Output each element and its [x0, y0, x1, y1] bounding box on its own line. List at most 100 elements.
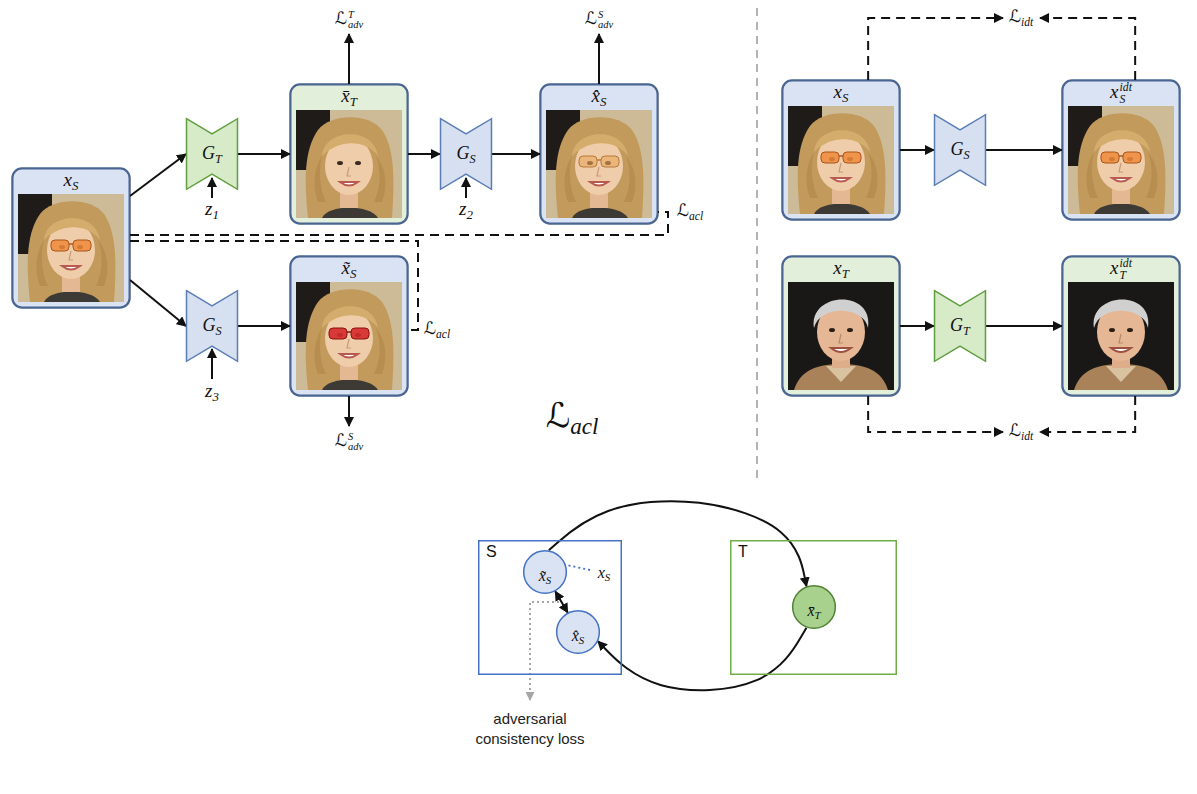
connector-line	[900, 149, 934, 151]
text-label: ℒSadv	[585, 9, 613, 31]
connector-line	[130, 241, 418, 330]
loss-arrow	[348, 396, 350, 426]
math-subscript: 1	[212, 207, 218, 222]
edge-label: ℒidt	[1007, 421, 1035, 443]
image-box: xS	[12, 168, 130, 308]
connector-line	[900, 325, 934, 327]
connector	[492, 154, 540, 155]
math-subscript: idt	[1021, 430, 1033, 443]
box-fill	[1062, 80, 1180, 220]
node-label: T	[738, 543, 748, 561]
noise-arrow	[211, 178, 213, 198]
math-subscript: acl	[689, 210, 703, 223]
math-base: G	[456, 143, 469, 163]
generator-outline	[441, 119, 492, 190]
math-base: x̃	[539, 567, 546, 584]
connector-line	[1040, 18, 1135, 80]
face-photo	[296, 282, 402, 390]
math-scripts: Tidt	[1120, 258, 1132, 282]
generator-block: GS	[186, 290, 238, 362]
loss-arrow	[348, 34, 350, 84]
image-box: x̃S	[290, 256, 408, 396]
face-photo	[788, 282, 894, 390]
math-subscript: T	[815, 609, 821, 621]
math-script: T	[348, 10, 363, 21]
connector-line	[1040, 396, 1135, 432]
image-box: xS	[782, 80, 900, 220]
connector	[555, 591, 567, 612]
illustration-part	[296, 110, 402, 218]
math-base: G	[950, 315, 963, 335]
connector-line	[492, 153, 540, 155]
connector	[238, 326, 290, 327]
node-label: x̃S	[342, 257, 357, 282]
math-base: z	[459, 198, 466, 219]
math-base: ℒ	[677, 201, 689, 220]
image-box: xSidt	[1062, 80, 1180, 220]
connector-line	[986, 325, 1062, 327]
image-box: xTidt	[1062, 256, 1180, 396]
generator-outline	[935, 115, 986, 186]
generator-outline	[935, 291, 986, 362]
box-fill	[782, 80, 900, 220]
node-label: GS	[202, 315, 221, 338]
connector-line	[986, 149, 1062, 151]
illustration-part	[51, 240, 91, 251]
math-base: ℒ	[335, 9, 347, 28]
box-fill	[540, 84, 658, 224]
connector	[900, 326, 934, 327]
noise-arrow	[465, 178, 467, 198]
face-photo	[1068, 106, 1174, 214]
face-photo	[18, 194, 124, 302]
math-subscript: S	[605, 571, 610, 583]
math-scripts: Sadv	[598, 10, 613, 31]
math-subscript: S	[963, 147, 969, 161]
math-scripts: Tadv	[348, 10, 363, 31]
box-fills	[12, 80, 1180, 396]
node-label: x̂S	[572, 627, 585, 647]
illustration-part	[1068, 106, 1174, 214]
circle-outline	[557, 611, 600, 654]
generator-block: GS	[934, 114, 986, 186]
math-base: ℒ	[1009, 7, 1021, 26]
node-label: xS	[64, 169, 79, 194]
sample-circle: x̂S	[556, 610, 600, 654]
face-photo	[546, 110, 652, 218]
math-subscript: S	[579, 634, 584, 646]
math-subscript: acl	[570, 413, 598, 439]
math-base: x̂	[592, 85, 600, 106]
image-box: xT	[782, 256, 900, 396]
separator	[756, 8, 758, 480]
connector	[900, 150, 934, 151]
box-fill	[782, 256, 900, 396]
sample-circle: x̃S	[523, 550, 567, 594]
illustration-part	[546, 110, 652, 218]
math-subscript: S	[600, 94, 606, 109]
connector-line	[130, 154, 186, 196]
sample-circle: x̄T	[792, 585, 836, 629]
math-subscript: S	[350, 266, 356, 281]
text-label: z2	[459, 198, 473, 223]
math-scripts: Sidt	[1120, 82, 1132, 106]
connector	[986, 326, 1062, 327]
math-base: ℒ	[335, 431, 347, 450]
illustration-part	[788, 106, 894, 214]
math-base: ℒ	[424, 319, 436, 338]
math-script: S	[598, 10, 613, 21]
math-subscript: idt	[1021, 16, 1033, 29]
leader-arrows	[212, 34, 599, 426]
math-scripts: Sadv	[348, 432, 363, 453]
illustration-part	[788, 282, 894, 390]
connector-line	[868, 18, 1003, 80]
box-fill	[1062, 256, 1180, 396]
math-base: x̂	[572, 627, 579, 644]
face-photo	[296, 110, 402, 218]
illustration-part	[329, 328, 369, 339]
math-subscript: S	[546, 574, 551, 586]
box-fill	[12, 168, 130, 308]
illustration-part	[18, 194, 124, 302]
math-base: x	[1110, 257, 1118, 278]
generator-block: GS	[440, 118, 492, 190]
